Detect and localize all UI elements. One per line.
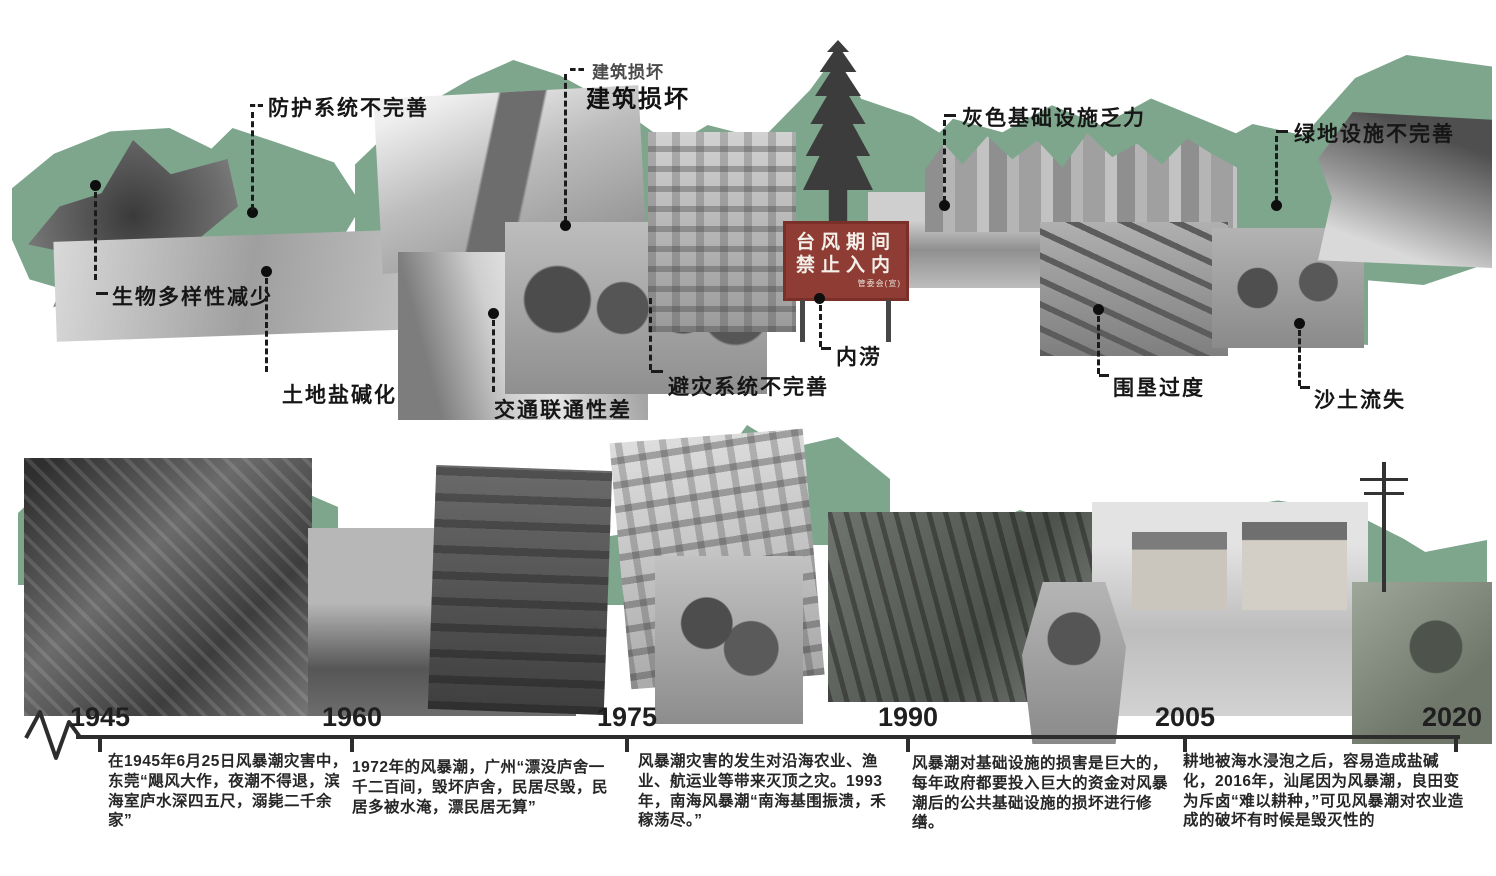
timeline-tick [1454,737,1458,752]
leader-line [1276,130,1288,133]
house-shape [1242,522,1347,610]
callout-soil-salinization: 土地盐碱化 [282,384,397,407]
leader-line [944,114,956,117]
sign-leg [800,300,805,342]
leader-line [649,298,652,370]
note-2016: 耕地被海水浸泡之后，容易造成盐碱化，2016年，汕尾因为风暴潮，良田变为斥卤“难… [1183,753,1464,830]
photo-crouching-person-image [1022,582,1126,744]
top-collage-band: 台风期间 禁止入内 管委会(宣) 防护系统不完善 建筑损坏 建筑损坏 灰色基础设… [0,0,1496,430]
leader-line [570,68,584,71]
leader-line [821,347,831,350]
photo-debris-canal-image [427,465,613,715]
timeline-year-2020: 2020 [1421,702,1483,732]
anchor-dot [939,200,950,211]
callout-over-reclamation: 围垦过度 [1113,377,1205,400]
timeline-zigzag-start [24,710,82,760]
anchor-dot [560,220,571,231]
callout-protection-system: 防护系统不完善 [268,97,429,120]
callout-evacuation-system: 避灾系统不完善 [668,376,829,399]
note-1945: 在1945年6月25日风暴潮灾害中，东莞“飓风大作，夜潮不得退，滨海室庐水深四五… [108,753,348,830]
timeline-tick [350,737,354,752]
leader-line [492,320,495,392]
leader-line [1300,386,1310,389]
leader-line [250,104,263,107]
callout-building-damage-sub: 建筑损坏 [592,63,664,82]
typhoon-warning-sign: 台风期间 禁止入内 管委会(宣) [783,221,909,301]
timeline-year-1945: 1945 [69,702,131,732]
photo-farmer-field-image [1352,582,1492,744]
timeline-year-1990: 1990 [877,702,939,732]
leader-line [1099,374,1109,377]
leader-line [251,112,254,210]
bottom-collage-band [0,420,1496,750]
leader-line [943,120,946,202]
timeline-tick [906,737,910,752]
sign-line-1: 台风期间 [795,231,896,253]
photo-1945-rubble-image [24,458,312,716]
anchor-dot [488,308,499,319]
timeline-year-2005: 2005 [1154,702,1216,732]
note-infrastructure: 风暴潮对基础设施的损害是巨大的，每年政府都要投入巨大的资金对风暴潮后的公共基础设… [912,755,1169,832]
note-1972: 1972年的风暴潮，广州“漂没庐舍一千二百间，毁坏庐舍，民居尽毁，民居多被水淹，… [352,759,609,816]
power-pole-crossarm [1360,478,1408,481]
anchor-dot [1294,318,1305,329]
photo-wave-image [1318,112,1492,268]
anchor-dot [261,266,272,277]
timeline-year-1975: 1975 [596,702,658,732]
leader-line [96,292,108,295]
leader-line [819,305,822,347]
sign-leg [886,300,891,342]
photo-flooded-buildings-image [648,132,796,332]
leader-line [1275,136,1278,202]
timeline-year-1960: 1960 [321,702,383,732]
callout-sand-loss: 沙土流失 [1314,389,1406,412]
callout-waterlogging: 内涝 [836,346,882,369]
timeline-axis [76,735,1460,739]
house-shape [1132,532,1227,610]
photo-city-skyline-image [925,133,1237,232]
leader-line [651,370,663,373]
anchor-dot [814,293,825,304]
timeline-tick [1183,737,1187,752]
note-1993: 风暴潮灾害的发生对沿海农业、渔业、航运业等带来灭顶之灾。1993年，南海风暴潮“… [638,753,887,830]
sign-line-2: 禁止入内 [795,254,896,276]
callout-gray-infrastructure: 灰色基础设施乏力 [962,107,1146,130]
anchor-dot [247,207,258,218]
callout-building-damage: 建筑损坏 [586,86,690,113]
anchor-dot [90,180,101,191]
timeline-tick [625,737,629,752]
anchor-dot [1093,304,1104,315]
leader-line [1298,330,1301,386]
anchor-dot [1271,200,1282,211]
leader-line [1097,316,1100,374]
power-pole-crossarm [1364,492,1404,495]
timeline-tick [98,737,102,752]
callout-green-space: 绿地设施不完善 [1294,123,1455,146]
leader-line [94,192,97,280]
callout-biodiversity: 生物多样性减少 [112,286,273,309]
power-pole [1382,462,1386,592]
sign-footer: 管委会(宣) [857,279,901,289]
callout-traffic-connectivity: 交通联通性差 [494,399,632,422]
photo-workers-pipes-image [1040,222,1228,356]
photo-rescuer-child-image [655,556,803,724]
photo-village-road-image [1092,502,1368,716]
leader-line [564,74,567,222]
leader-line [265,278,268,372]
